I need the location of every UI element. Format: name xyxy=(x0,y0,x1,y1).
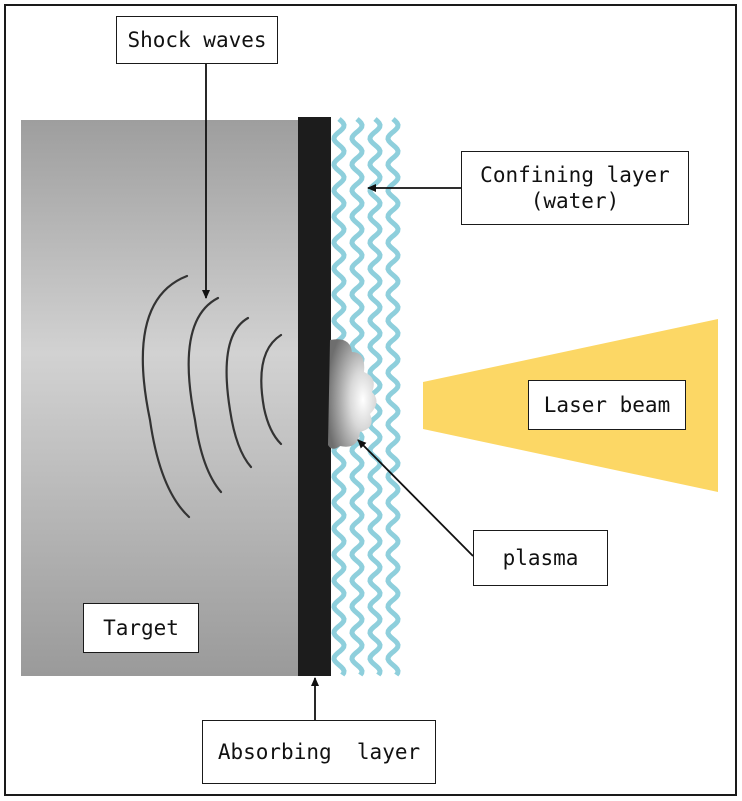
shock-wave-arc xyxy=(187,296,223,494)
shock-wave-arc xyxy=(141,274,191,519)
water-wave-line xyxy=(385,117,401,677)
shock-wave-arc xyxy=(225,316,253,469)
figure-border xyxy=(4,4,737,796)
laser-beam-label: Laser beam xyxy=(528,380,686,430)
plasma-shape xyxy=(328,339,377,449)
shock-wave-arc xyxy=(260,333,283,446)
absorbing-layer-label: Absorbing layer xyxy=(202,720,436,784)
confining-layer-label-line2: (water) xyxy=(530,189,620,213)
shock-waves-label: Shock waves xyxy=(116,16,278,64)
plasma-arrow xyxy=(357,439,474,557)
confining-layer-label: Confining layer (water) xyxy=(461,151,689,225)
confining-layer-label-line1: Confining layer xyxy=(480,162,670,187)
plasma-label: plasma xyxy=(473,530,608,586)
absorbing-layer xyxy=(298,117,331,676)
target-label: Target xyxy=(83,603,199,653)
target-block xyxy=(21,120,302,676)
shock-wave-arcs xyxy=(141,274,283,519)
